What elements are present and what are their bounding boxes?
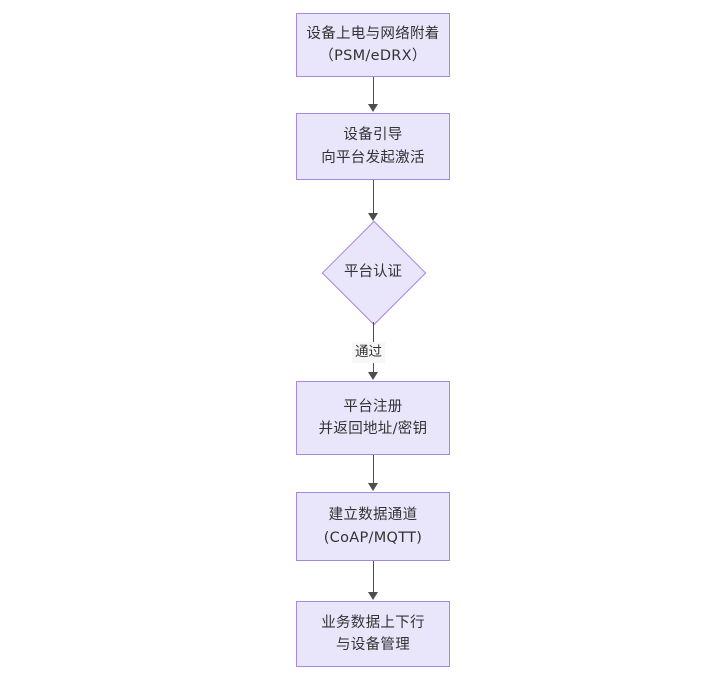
node-text-line: 平台认证 bbox=[344, 263, 402, 280]
flow-node-business-data[interactable]: 业务数据上下行 与设备管理 bbox=[296, 601, 450, 667]
node-text-line: 建立数据通道 bbox=[328, 507, 418, 524]
connector-n1-n2 bbox=[372, 77, 374, 105]
connector-n4-n5 bbox=[372, 455, 374, 483]
flow-node-device-bootstrap[interactable]: 设备引导 向平台发起激活 bbox=[296, 113, 450, 180]
node-text-line: 业务数据上下行 bbox=[321, 614, 425, 631]
node-text-line: 设备引导 bbox=[343, 127, 403, 144]
flow-node-platform-auth-decision[interactable]: 平台认证 bbox=[321, 220, 427, 326]
connector-n2-n3 bbox=[372, 180, 374, 214]
node-text-line: 向平台发起激活 bbox=[321, 149, 425, 166]
flow-node-data-channel[interactable]: 建立数据通道 (CoAP/MQTT) bbox=[296, 492, 450, 561]
arrowhead-n4-n5 bbox=[368, 483, 378, 491]
connector-n5-n6 bbox=[372, 561, 374, 593]
arrowhead-n2-n3 bbox=[368, 213, 378, 221]
node-text-line: （PSM/eDRX） bbox=[319, 48, 427, 64]
arrowhead-n3-n4 bbox=[368, 372, 378, 380]
flow-node-device-power-on[interactable]: 设备上电与网络附着 （PSM/eDRX） bbox=[296, 13, 450, 77]
node-text-line: 设备上电与网络附着 bbox=[306, 25, 440, 42]
arrowhead-n1-n2 bbox=[368, 104, 378, 112]
flow-node-platform-registration[interactable]: 平台注册 并返回地址/密钥 bbox=[296, 381, 450, 455]
arrowhead-n5-n6 bbox=[368, 592, 378, 600]
node-text-line: 平台注册 bbox=[343, 398, 403, 415]
edge-label-pass: 通过 bbox=[352, 342, 385, 363]
node-text-line: 并返回地址/密钥 bbox=[318, 421, 428, 437]
node-text-line: 与设备管理 bbox=[336, 637, 410, 653]
node-text-line: (CoAP/MQTT) bbox=[323, 529, 423, 546]
